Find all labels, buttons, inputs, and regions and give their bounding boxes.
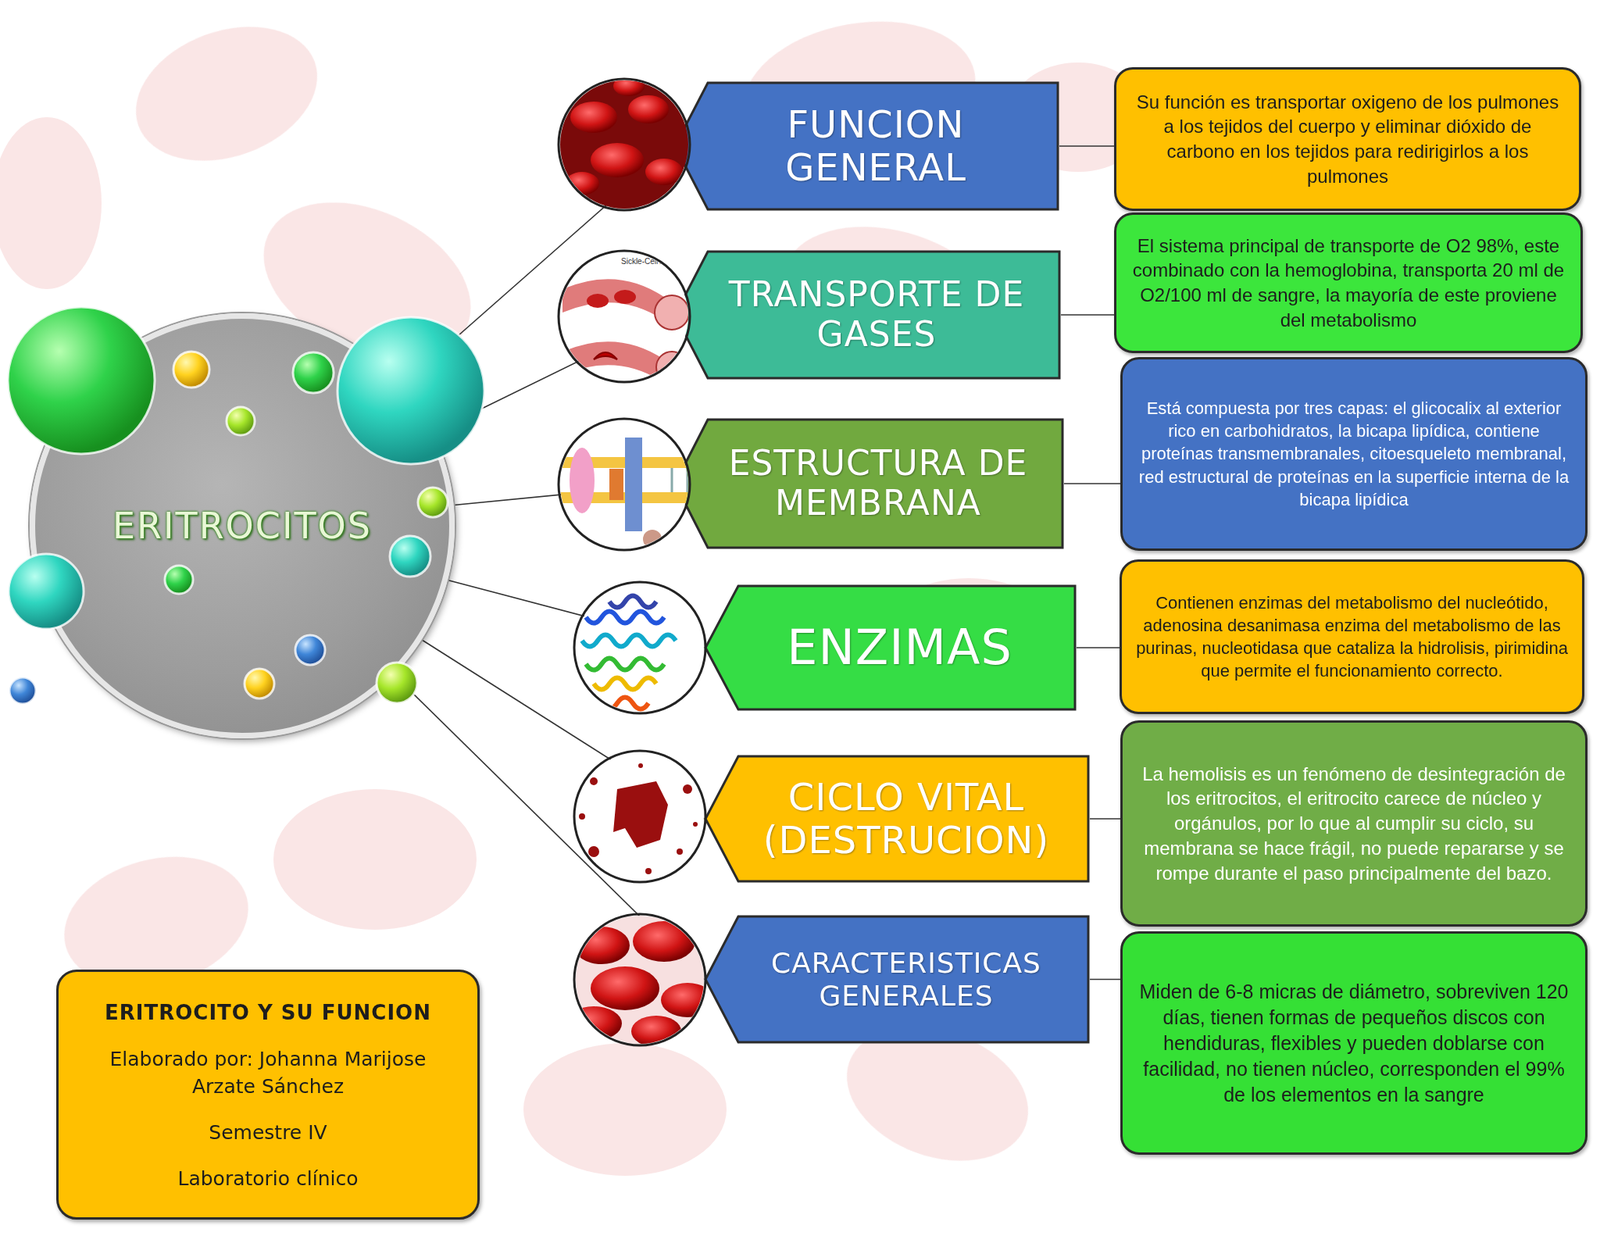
connector-line xyxy=(1089,817,1121,820)
topic-box: TRANSPORTE DE GASES xyxy=(673,250,1061,380)
topic-box: FUNCION GENERAL xyxy=(673,81,1060,211)
connector-line xyxy=(447,579,704,648)
node-label: FUNCION GENERAL xyxy=(704,103,1047,190)
membrane-icon xyxy=(546,414,704,571)
ribbon-outline xyxy=(675,82,1058,210)
topic-box: ESTRUCTURA DE MEMBRANA xyxy=(673,417,1065,550)
bubbles xyxy=(7,307,485,704)
node-label: CICLO VITAL (DESTRUCION) xyxy=(735,775,1078,862)
description-box: La hemolisis es un fenómeno de desintegr… xyxy=(1120,720,1588,927)
illustration-caption: Sickle-Cell Anemia xyxy=(621,257,687,266)
description-text: La hemolisis es un fenómeno de desintegr… xyxy=(1136,761,1572,886)
ribbon-outline xyxy=(675,419,1063,548)
node-label: CARACTERISTICAS GENERALES xyxy=(735,946,1078,1012)
node-label: ERITROCITOS xyxy=(112,504,372,547)
ribbon-outline xyxy=(705,756,1089,882)
credits-line: Semestre IV xyxy=(208,1118,327,1147)
description-box: Miden de 6-8 micras de diámetro, sobrevi… xyxy=(1120,931,1588,1155)
topic-box: ENZIMAS xyxy=(703,584,1077,711)
blood-cells-icon xyxy=(546,70,704,227)
main-circle: ERITROCITOS xyxy=(29,313,455,739)
description-text: Está compuesta por tres capas: el glicoc… xyxy=(1136,396,1572,511)
connector-line xyxy=(432,314,674,433)
protein-icon xyxy=(562,578,719,735)
connector-line xyxy=(1059,145,1115,147)
topic-box: CICLO VITAL (DESTRUCION) xyxy=(703,754,1090,883)
ribbon-outline xyxy=(675,251,1060,379)
description-text: Miden de 6-8 micras de diámetro, sobrevi… xyxy=(1136,978,1572,1108)
description-text: El sistema principal de transporte de O2… xyxy=(1130,233,1567,333)
connector-line xyxy=(453,483,674,506)
connector-line xyxy=(401,146,674,386)
node-label: ESTRUCTURA DE MEMBRANA xyxy=(704,443,1052,523)
blood-splatter-icon xyxy=(562,750,719,907)
description-box: El sistema principal de transporte de O2… xyxy=(1114,212,1583,354)
description-box: Está compuesta por tres capas: el glicoc… xyxy=(1120,357,1588,551)
sickle-cell-icon: Sickle-Cell Anemia xyxy=(546,242,704,399)
topic-box: CARACTERISTICAS GENERALES xyxy=(703,914,1090,1044)
red-cells-icon xyxy=(562,906,719,1063)
node-label: ENZIMAS xyxy=(786,619,1013,675)
description-text: Su función es transportar oxigeno de los… xyxy=(1130,89,1565,190)
credits-heading: ERITROCITO Y SU FUNCION xyxy=(104,998,432,1027)
description-box: Su función es transportar oxigeno de los… xyxy=(1114,67,1582,211)
node-label: TRANSPORTE DE GASES xyxy=(704,275,1049,354)
ribbon-outline xyxy=(705,585,1075,710)
description-text: Contienen enzimas del metabolismo del nu… xyxy=(1135,591,1568,683)
ribbon-outline xyxy=(705,916,1089,1043)
connector-line xyxy=(1076,646,1120,649)
connector-line xyxy=(1060,314,1115,316)
description-box: Contienen enzimas del metabolismo del nu… xyxy=(1119,559,1585,715)
connector-line xyxy=(393,675,704,980)
connector-line xyxy=(421,639,704,819)
connector-line xyxy=(1089,978,1121,981)
credits-line: Laboratorio clínico xyxy=(177,1164,358,1193)
credits-line: Elaborado por: Johanna Marijose Arzate S… xyxy=(77,1045,459,1100)
connector-line xyxy=(1064,482,1121,485)
credits-box: ERITROCITO Y SU FUNCION Elaborado por: Jo… xyxy=(56,969,480,1220)
